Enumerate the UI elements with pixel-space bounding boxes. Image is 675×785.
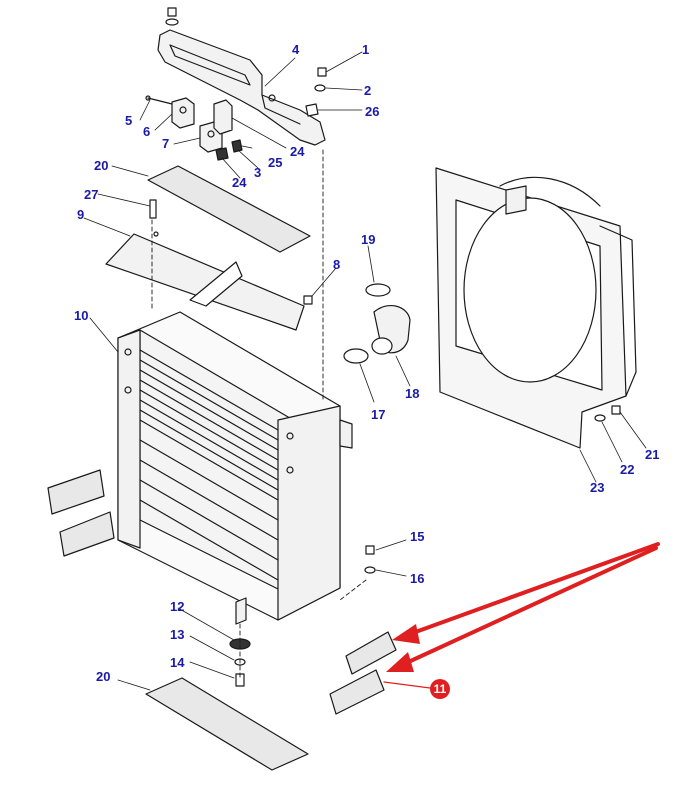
callout-24-upper: 24 (290, 144, 305, 159)
bolt-8 (303, 295, 313, 305)
bolt-14 (235, 673, 245, 687)
callout-5: 5 (125, 113, 133, 128)
rubber-pad-24 (215, 147, 229, 161)
highlight-badge-11: 11 (430, 679, 450, 699)
highlight-arrows (383, 542, 660, 689)
callout-9: 9 (77, 207, 85, 222)
callout-20-lower: 20 (96, 669, 111, 684)
radiator-10 (117, 311, 353, 625)
bolt-21 (611, 405, 621, 415)
callout-14: 14 (170, 655, 185, 670)
callout-22: 22 (620, 462, 635, 477)
callout-13: 13 (170, 627, 185, 642)
callout-21: 21 (645, 447, 660, 462)
callout-7: 7 (162, 136, 170, 151)
callout-1: 1 (362, 42, 370, 57)
hose-elbow-18 (371, 304, 411, 355)
foam-pad-11-lower (329, 669, 385, 715)
washer-16 (364, 566, 376, 574)
bracket-bolt (165, 7, 179, 26)
nut-26 (305, 103, 319, 117)
foam-strip-20-upper (147, 165, 311, 253)
callout-27: 27 (84, 187, 99, 202)
callout-24-lower: 24 (232, 175, 247, 190)
callout-8: 8 (333, 257, 341, 272)
hose-clamp-19 (365, 283, 391, 297)
stud-27 (149, 199, 157, 219)
foam-pad-left-lower (59, 511, 115, 557)
clamp-block-6 (171, 97, 195, 129)
leader-lines (83, 51, 647, 691)
callout-12: 12 (170, 599, 185, 614)
callout-6: 6 (143, 124, 151, 139)
callout-2: 2 (364, 83, 372, 98)
callout-19: 19 (361, 232, 376, 247)
alignment-lines (151, 149, 367, 681)
callout-4: 4 (292, 42, 300, 57)
callout-3: 3 (254, 165, 262, 180)
clamp-block-25 (213, 99, 233, 135)
fan-shroud-23 (435, 167, 637, 449)
hose-clamp-17 (343, 348, 369, 364)
bolt-15 (365, 545, 375, 555)
callout-15: 15 (410, 529, 425, 544)
air-baffle-9 (105, 231, 305, 331)
callout-26: 26 (365, 104, 380, 119)
washer-2 (314, 84, 326, 92)
callout-16: 16 (410, 571, 425, 586)
callout-17: 17 (371, 407, 386, 422)
bolt-1 (317, 67, 327, 77)
foam-pad-left-upper (47, 469, 105, 515)
callout-18: 18 (405, 386, 420, 401)
rubber-pad-3 (231, 139, 243, 153)
callout-23: 23 (590, 480, 605, 495)
callout-25: 25 (268, 155, 283, 170)
callout-10: 10 (74, 308, 89, 323)
callout-20-upper: 20 (94, 158, 109, 173)
top-mounting-bracket (157, 29, 326, 146)
foam-pad-11-upper (345, 631, 397, 675)
screw-5 (145, 95, 173, 105)
washer-22 (594, 414, 606, 422)
foam-strip-20-lower (145, 677, 309, 771)
